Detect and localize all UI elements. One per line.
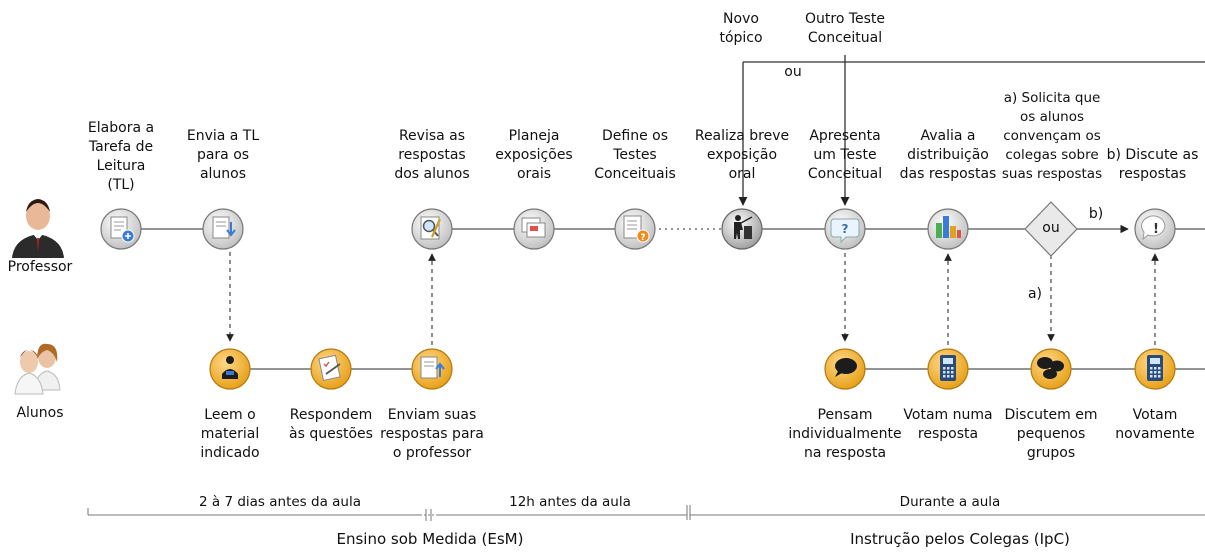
step-define-tests: Define os Testes Conceituais bbox=[594, 128, 676, 182]
reading-icon bbox=[209, 348, 251, 390]
step-prepare-reading: Elabora a Tarefa de Leitura (TL) bbox=[87, 120, 155, 193]
step-plan-lectures: Planeja exposições orais bbox=[495, 128, 573, 182]
loop-lines bbox=[738, 55, 1205, 206]
clicker-again-icon bbox=[1134, 348, 1176, 390]
step-answer-questions: Respondem às questões bbox=[289, 407, 373, 442]
upload-doc-icon bbox=[411, 348, 453, 390]
step-think-individually: Pensam individualmente na resposta bbox=[788, 407, 902, 461]
bar-chart-icon bbox=[927, 208, 969, 250]
phase-ipc: Instrução pelos Colegas (IpC) bbox=[850, 530, 1070, 548]
branch-b-label: b) bbox=[1088, 206, 1104, 222]
decision-or-label: ou bbox=[1042, 220, 1060, 236]
plan-slides-icon bbox=[513, 208, 555, 250]
step-discuss-groups: Discutem em pequenos grupos bbox=[1004, 407, 1098, 461]
clicker-icon bbox=[927, 348, 969, 390]
exclamation-bubble-icon: ! bbox=[1134, 208, 1176, 250]
think-bubble-icon bbox=[824, 348, 866, 390]
professor-label: Professor bbox=[7, 259, 73, 275]
professor-avatar bbox=[12, 199, 64, 258]
discussion-bubbles-icon bbox=[1030, 348, 1072, 390]
phase-esm: Ensino sob Medida (EsM) bbox=[336, 530, 524, 548]
answer-sheet-icon bbox=[310, 348, 352, 390]
define-tests-icon: ? bbox=[614, 208, 656, 250]
students-label: Alunos bbox=[16, 405, 64, 421]
timeline-during-class: Durante a aula bbox=[899, 494, 1001, 510]
branch-a-label: a) bbox=[1027, 286, 1043, 302]
decision-diamond bbox=[1024, 201, 1078, 257]
loop-or-label: ou bbox=[784, 64, 802, 80]
step-evaluate-distribution: Avalia a distribuição das respostas bbox=[899, 128, 997, 182]
step-read-material: Leem o material indicado bbox=[200, 407, 260, 461]
vertical-arrows bbox=[226, 252, 1159, 345]
professor-nodes: ? ? bbox=[100, 201, 1176, 257]
step-present-test: Apresenta um Teste Conceitual bbox=[807, 128, 883, 182]
review-magnifier-icon bbox=[411, 208, 453, 250]
timeline-12h-before: 12h antes da aula bbox=[509, 494, 631, 510]
create-doc-icon bbox=[100, 208, 142, 250]
new-topic-label: Novo tópico bbox=[719, 11, 763, 46]
other-test-label: Outro Teste Conceitual bbox=[804, 11, 886, 46]
step-send-answers: Enviam suas respostas para o professor bbox=[380, 407, 484, 461]
student-nodes bbox=[209, 348, 1176, 390]
step-send-reading: Envia a TL para os alunos bbox=[186, 128, 260, 182]
lecture-icon bbox=[721, 208, 763, 250]
question-bubble-icon: ? bbox=[824, 208, 866, 250]
svg-text:?: ? bbox=[842, 222, 849, 236]
step-brief-lecture: Realiza breve exposição oral bbox=[694, 128, 790, 182]
send-doc-icon bbox=[202, 208, 244, 250]
step-peer-convince: a) Solicita que os alunos convençam os c… bbox=[1001, 90, 1103, 182]
timeline-days-before: 2 à 7 dias antes da aula bbox=[199, 494, 361, 510]
svg-text:!: ! bbox=[1153, 222, 1159, 237]
step-discuss-answers: b) Discute as respostas bbox=[1106, 147, 1199, 182]
step-review-answers: Revisa as respostas dos alunos bbox=[394, 128, 470, 182]
svg-text:?: ? bbox=[640, 233, 645, 243]
students-avatar bbox=[14, 343, 61, 395]
step-vote-again: Votam novamente bbox=[1115, 407, 1195, 442]
step-vote-answer: Votam numa resposta bbox=[903, 407, 993, 442]
timeline bbox=[87, 505, 1205, 521]
